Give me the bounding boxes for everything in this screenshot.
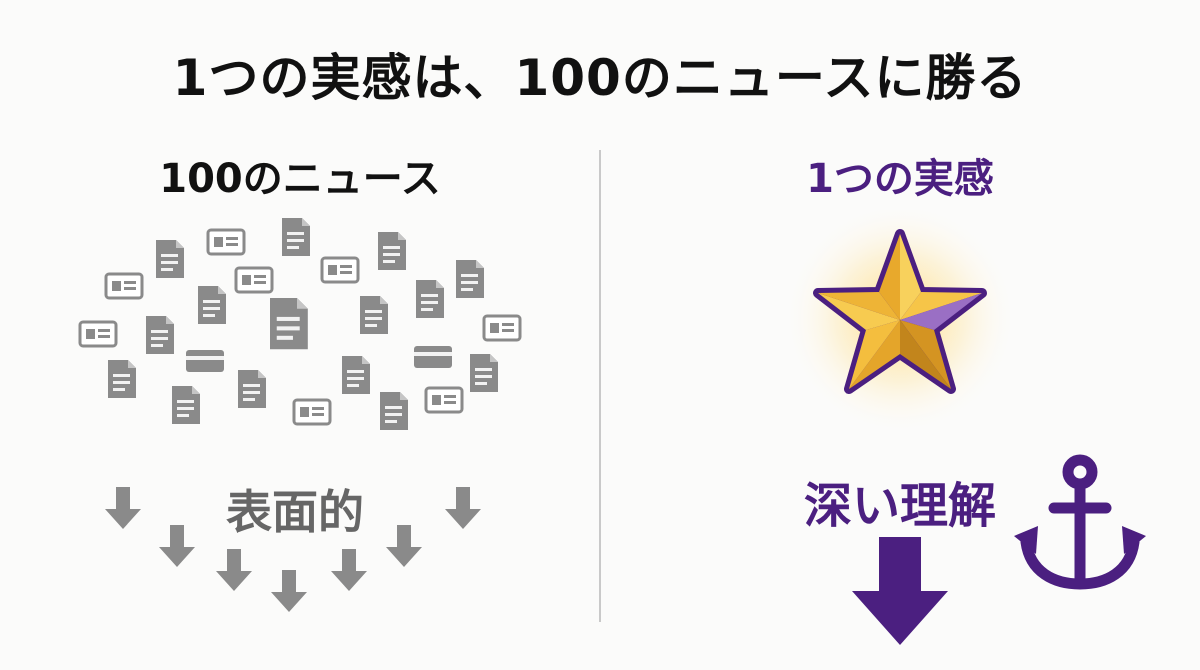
deep-label: 深い理解 (803, 478, 996, 534)
document-icon (456, 260, 484, 298)
center-divider (599, 150, 601, 622)
document-icon (108, 360, 136, 398)
news-card-icon (292, 398, 332, 426)
down-arrow-icon (216, 549, 252, 591)
news-card-icon (104, 272, 144, 300)
document-icon (282, 218, 310, 256)
news-card-icon (78, 320, 118, 348)
news-card-icon (482, 314, 522, 342)
document-icon (238, 370, 266, 408)
right-heading: 1つの実感 (806, 156, 994, 202)
down-arrow-icon (271, 570, 307, 612)
news-card-icon (206, 228, 246, 256)
document-icon (270, 298, 308, 350)
document-icon (360, 296, 388, 334)
down-arrow-icon (445, 487, 481, 529)
news-card-icon (320, 256, 360, 284)
document-icon (198, 286, 226, 324)
news-card-icon (234, 266, 274, 294)
document-icon (378, 232, 406, 270)
document-icon (416, 280, 444, 318)
news-bar-icon (414, 346, 452, 368)
anchor-icon (1014, 454, 1146, 590)
document-icon (146, 316, 174, 354)
page-title: 1つの実感は、100のニュースに勝る (172, 49, 1028, 107)
down-arrow-icon (159, 525, 195, 567)
left-heading: 100のニュース (159, 156, 441, 202)
down-arrow-icon (105, 487, 141, 529)
document-icon (172, 386, 200, 424)
document-icon (342, 356, 370, 394)
news-bar-icon (186, 350, 224, 372)
down-arrow-icon (331, 549, 367, 591)
star-icon (782, 210, 1018, 436)
deep-down-arrow-icon (852, 537, 948, 645)
news-cluster (78, 218, 522, 430)
document-icon (470, 354, 498, 392)
document-icon (380, 392, 408, 430)
document-icon (156, 240, 184, 278)
shallow-label: 表面的 (226, 485, 364, 539)
news-card-icon (424, 386, 464, 414)
